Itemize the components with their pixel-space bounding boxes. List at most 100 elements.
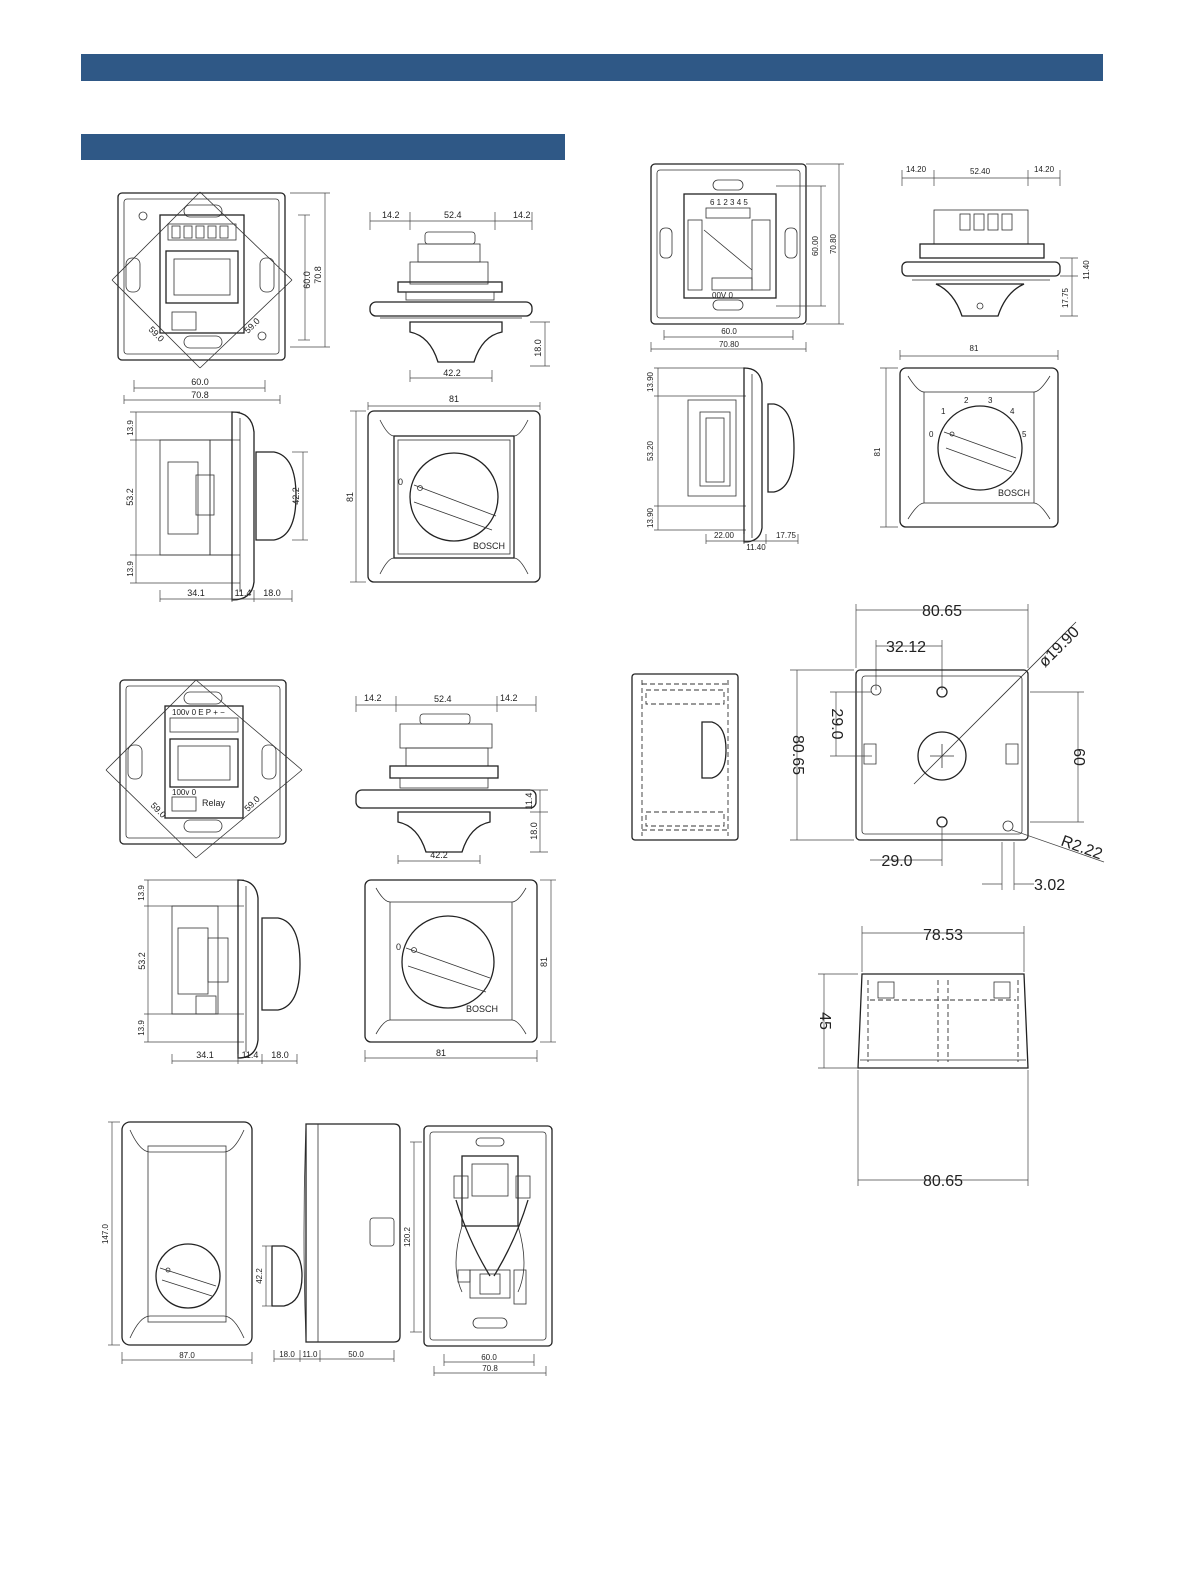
- v4-plate-step-2: 2: [964, 396, 969, 405]
- box-plan-wall: 3.02: [1034, 877, 1065, 894]
- v3-front-width: 87.0: [179, 1351, 195, 1360]
- v3-front-view: 147.0 87.0: [101, 1121, 253, 1364]
- box-plan-view: 80.65 32.12 ø19.90 29.0 80.65 60 29.0 R2…: [789, 603, 1105, 894]
- v1-side-w2: 11.4: [235, 588, 252, 598]
- v3-back-w1: 60.0: [481, 1353, 497, 1362]
- box-plan-offset: 32.12: [886, 639, 926, 656]
- v4-side-w3: 17.75: [776, 531, 797, 540]
- v4-front-h1: 60.00: [811, 235, 820, 256]
- v1-front-d1: 59.0: [147, 324, 166, 343]
- v3-side-w2: 11.0: [303, 1350, 319, 1359]
- v4-side-view: 13.90 53.20 13.90 22.00 11.40 17.75: [646, 367, 799, 552]
- v1-top-depth: 18.0: [533, 339, 543, 357]
- v2-top-b: 52.4: [434, 694, 452, 704]
- v3-front-height: 147.0: [101, 1223, 110, 1244]
- v4-front-terminals: 6 1 2 3 4 5: [710, 198, 748, 207]
- v4-side-w2: 11.40: [746, 543, 766, 552]
- v4-side-mid: 53.20: [646, 440, 655, 461]
- v1-plate-view: 81 81 0 BOSCH: [345, 394, 541, 583]
- v2-side-mid: 53.2: [137, 952, 147, 970]
- v1-front-h2: 70.8: [313, 266, 323, 284]
- v1-front-h1: 60.0: [302, 271, 312, 289]
- box-plan-radius: R2.22: [1059, 833, 1105, 864]
- box-elev-bottom-width: 80.65: [923, 1173, 963, 1190]
- v1-plate-brand: BOSCH: [473, 541, 505, 551]
- v1-top-b: 52.4: [444, 210, 462, 220]
- v1-front-d2: 59.0: [242, 316, 261, 335]
- v4-plate-view: 81 81 0 1 2 3 4 5 BOSCH: [873, 344, 1059, 528]
- v1-front-w1: 60.0: [191, 377, 209, 387]
- v4-plate-step-3: 3: [988, 396, 993, 405]
- v2-side-t1: 13.9: [137, 885, 146, 901]
- v4-front-w2: 70.80: [719, 340, 740, 349]
- v3-back-view: 120.2 60.0 70.8: [403, 1125, 553, 1376]
- v1-top-view: 14.2 52.4 14.2 18.0 42.2: [369, 210, 550, 382]
- v4-plate-brand: BOSCH: [998, 488, 1030, 498]
- v2-front-relay: Relay: [202, 798, 226, 808]
- v1-plate-zero: 0: [398, 477, 403, 487]
- v3-side-view: 42.2 18.0 11.0 50.0: [255, 1123, 401, 1362]
- v4-plate-step-1: 1: [941, 407, 946, 416]
- v1-top-c: 14.2: [513, 210, 531, 220]
- v1-side-knob: 42.2: [291, 487, 301, 505]
- v1-plate-height: 81: [345, 492, 355, 502]
- v2-side-w2: 11.4: [242, 1050, 259, 1060]
- v4-top-depth: 17.75: [1061, 287, 1070, 308]
- v4-front-h2: 70.80: [829, 233, 838, 254]
- v1-side-view: 13.9 53.2 13.9 42.2 34.1 11.4 18.0: [125, 411, 308, 602]
- v4-front-terminal-bottom: 00V 0: [712, 291, 733, 300]
- v2-front-view: 100v 0 E P + − 100v 0 Relay 59.0 59.0: [105, 679, 303, 859]
- v1-front-view: 60.0 70.8 59.0 59.0 60.0 70.8: [111, 191, 330, 404]
- header-band: [81, 54, 1103, 81]
- v4-plate-width: 81: [970, 344, 979, 353]
- v4-front-view: 6 1 2 3 4 5 00V 0 60.00 70.80 60.0 70.80: [650, 163, 844, 352]
- v4-plate-step-4: 4: [1010, 407, 1015, 416]
- box-elev-top-width: 78.53: [923, 927, 963, 944]
- box-plan-v-offset: 29.0: [828, 708, 845, 739]
- box-plan-width: 80.65: [922, 603, 962, 620]
- v4-top-a: 14.20: [906, 165, 927, 174]
- v3-side-w3: 50.0: [348, 1350, 364, 1359]
- v2-plate-zero: 0: [396, 942, 401, 952]
- v4-top-view: 14.20 52.40 14.20 11.40 17.75: [901, 165, 1091, 317]
- v2-top-base: 42.2: [430, 850, 448, 860]
- v3-back-height: 120.2: [403, 1226, 412, 1247]
- box-plan-height: 80.65: [789, 735, 806, 775]
- box-elev-depth: 45: [816, 1012, 833, 1030]
- v4-front-w1: 60.0: [721, 327, 737, 336]
- box-plan-holes: 60: [1070, 748, 1087, 766]
- box-elevation-view: 78.53 45 80.65: [816, 926, 1029, 1190]
- box-plan-diameter: ø19.90: [1036, 624, 1083, 671]
- v2-top-h1: 11.4: [524, 793, 534, 810]
- box-plan-h-offset: 29.0: [881, 853, 912, 870]
- v2-side-view: 13.9 53.2 13.9 34.1 11.4 18.0: [137, 879, 301, 1064]
- v1-front-w2: 70.8: [191, 390, 209, 400]
- v1-side-t2: 13.9: [126, 561, 135, 577]
- v2-side-w3: 18.0: [271, 1050, 289, 1060]
- v4-top-b: 52.40: [970, 167, 991, 176]
- v2-plate-view: 0 BOSCH 81 81: [364, 879, 556, 1062]
- v1-side-w1: 34.1: [187, 588, 205, 598]
- v2-front-d2: 59.0: [242, 794, 261, 813]
- v4-plate-step-0: 0: [929, 430, 934, 439]
- v2-front-terminals: 100v 0 E P + −: [172, 708, 225, 717]
- v1-plate-width: 81: [449, 394, 459, 404]
- v4-plate-height: 81: [873, 447, 882, 456]
- v1-top-base: 42.2: [443, 368, 461, 378]
- v1-side-w3: 18.0: [263, 588, 281, 598]
- v2-plate-width: 81: [436, 1048, 446, 1058]
- v4-plate-step-5: 5: [1022, 430, 1027, 439]
- v1-top-a: 14.2: [382, 210, 400, 220]
- v2-top-depth: 18.0: [529, 822, 539, 840]
- v2-plate-height: 81: [539, 957, 549, 967]
- v2-plate-brand: BOSCH: [466, 1004, 498, 1014]
- v3-side-knob: 42.2: [255, 1268, 264, 1284]
- v4-side-t1: 13.90: [646, 371, 655, 392]
- v1-side-t1: 13.9: [126, 420, 135, 436]
- v4-side-t2: 13.90: [646, 507, 655, 528]
- v2-side-w1: 34.1: [196, 1050, 214, 1060]
- v4-side-w1: 22.00: [714, 531, 735, 540]
- v3-back-w2: 70.8: [482, 1364, 498, 1373]
- v2-top-a: 14.2: [364, 693, 382, 703]
